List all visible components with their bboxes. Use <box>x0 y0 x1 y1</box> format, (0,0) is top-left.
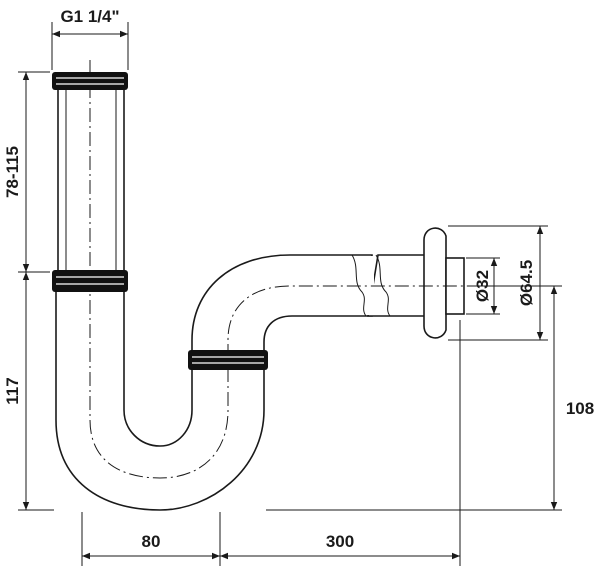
dimension-height-outlet: 108 <box>266 285 594 511</box>
wall-rosette <box>423 227 447 339</box>
nut-ring-middle <box>52 270 128 292</box>
dimension-width-outlet: 300 <box>220 320 461 566</box>
dimension-height-lower: 117 <box>3 272 54 511</box>
centerline-trap <box>89 285 470 479</box>
nut-ring-elbow <box>188 350 268 370</box>
siphon-body <box>52 60 470 511</box>
dimension-thread: G1 1/4" <box>51 7 129 70</box>
label-width-trap: 80 <box>142 532 161 551</box>
dimension-diameter-rosette: Ø64.5 <box>448 225 548 341</box>
break-gap <box>366 256 374 315</box>
break-line-right <box>375 254 391 317</box>
label-diameter-rosette: Ø64.5 <box>517 260 536 306</box>
label-width-outlet: 300 <box>326 532 354 551</box>
label-thread: G1 1/4" <box>60 7 119 26</box>
u-trap <box>55 281 265 511</box>
nut-ring-top <box>52 72 128 90</box>
label-height-lower: 117 <box>3 377 22 404</box>
dimension-width-trap: 80 <box>81 512 221 566</box>
dimension-height-adjust: 78-115 <box>3 71 50 273</box>
label-height-outlet: 108 <box>566 399 594 418</box>
upper-tube <box>57 79 125 277</box>
break-line-left <box>351 254 367 317</box>
outlet-elbow <box>191 254 373 356</box>
label-height-adjust: 78-115 <box>3 146 22 198</box>
